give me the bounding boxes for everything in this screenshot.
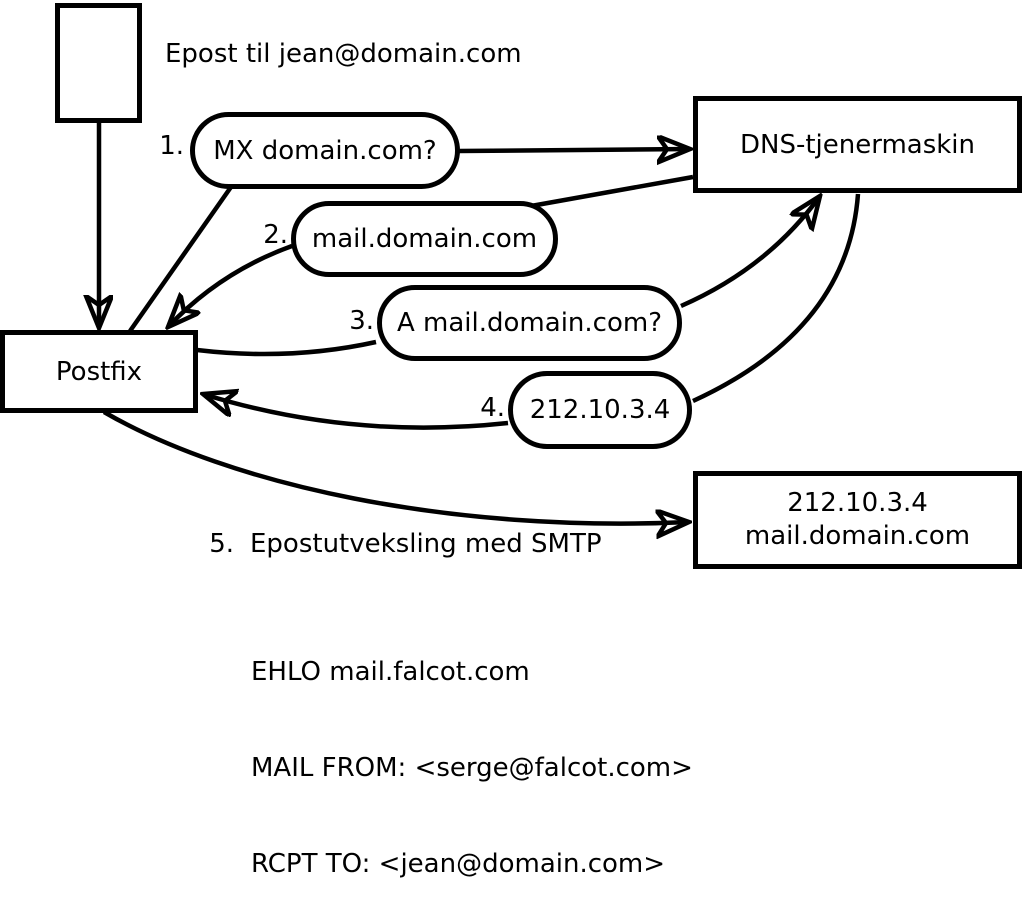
postfix-box: Postfix — [0, 330, 198, 413]
line-postfix-to-query1 — [128, 185, 233, 333]
mailserver-hostname: mail.domain.com — [744, 521, 971, 551]
step-1-query-pill: MX domain.com? — [190, 112, 460, 189]
dns-server-box: DNS-tjenermaskin — [693, 96, 1022, 193]
step-3-query-label: A mail.domain.com? — [397, 308, 662, 338]
arrow-answer4-to-postfix — [203, 394, 509, 430]
step-3-query-pill: A mail.domain.com? — [377, 285, 682, 361]
step-2-answer-label: mail.domain.com — [311, 224, 538, 254]
line-dns-to-answer2 — [530, 174, 694, 209]
step-2-answer-pill: mail.domain.com — [291, 201, 558, 277]
step-5-number: 5. — [209, 529, 234, 559]
step-4-answer-pill: 212.10.3.4 — [508, 371, 692, 449]
step-1-number: 1. — [159, 131, 184, 161]
step-2-number: 2. — [263, 220, 288, 250]
arrow-query1-to-dns — [458, 149, 690, 151]
email-message-box — [55, 3, 142, 123]
smtp-line: MAIL FROM: <serge@falcot.com> — [251, 753, 693, 783]
line-dns-to-answer4 — [692, 193, 861, 404]
arrow-answer2-to-postfix — [168, 243, 293, 327]
diagram-title: Epost til jean@domain.com — [165, 39, 522, 69]
mailserver-box: 212.10.3.4 mail.domain.com — [693, 471, 1022, 569]
postfix-label: Postfix — [55, 356, 143, 387]
smtp-line: RCPT TO: <jean@domain.com> — [251, 849, 666, 879]
step-5-label: Epostutveksling med SMTP — [250, 529, 602, 559]
step-4-number: 4. — [480, 393, 505, 423]
step-3-number: 3. — [349, 306, 374, 336]
dns-server-label: DNS-tjenermaskin — [739, 129, 976, 160]
line-postfix-to-query3 — [196, 339, 377, 357]
smtp-line: EHLO mail.falcot.com — [251, 657, 530, 687]
mailserver-ip: 212.10.3.4 — [787, 488, 928, 518]
arrow-query3-to-dns — [680, 196, 820, 309]
step-4-answer-label: 212.10.3.4 — [529, 395, 671, 425]
step-1-query-label: MX domain.com? — [213, 135, 437, 166]
arrow-postfix-to-mailserver — [102, 410, 689, 524]
smtp-session-text: EHLO mail.falcot.com MAIL FROM: <serge@f… — [251, 592, 693, 919]
